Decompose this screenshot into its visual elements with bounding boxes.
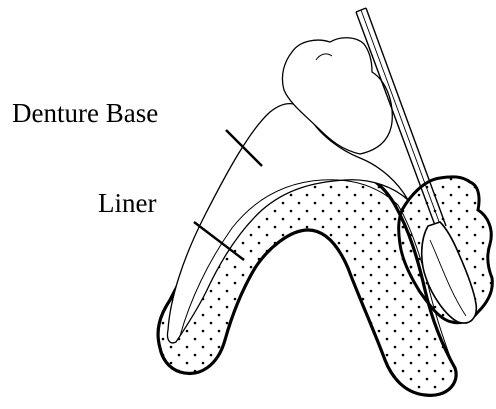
liner-label: Liner (98, 188, 156, 218)
denture-base-label: Denture Base (12, 98, 158, 128)
